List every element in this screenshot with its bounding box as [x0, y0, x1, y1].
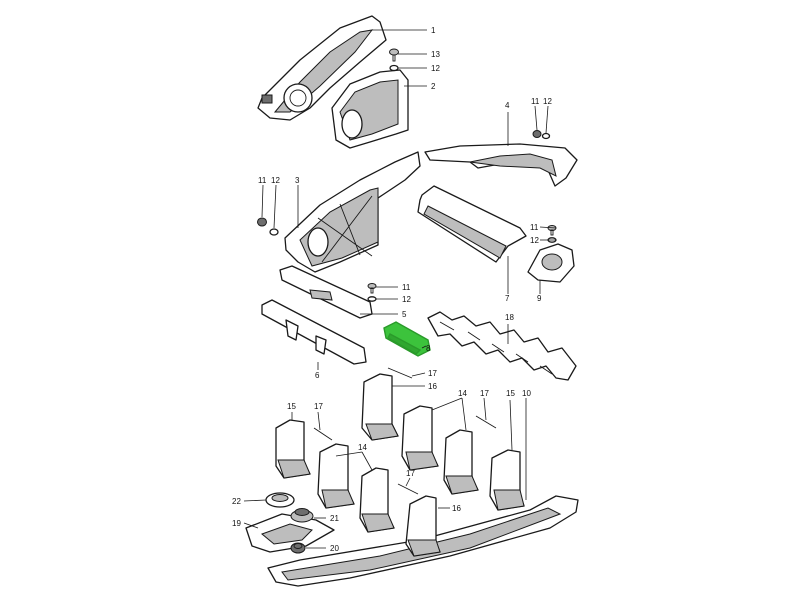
- callout-1: 1: [431, 26, 436, 35]
- part-5-bracket-rail[interactable]: [279, 265, 373, 319]
- callout-15: 15: [506, 389, 515, 398]
- part-2-shroud-plate[interactable]: [331, 69, 409, 149]
- part-16-plate-lower[interactable]: [405, 495, 441, 557]
- part-4-arched-shroud[interactable]: [424, 143, 578, 187]
- part-9-saddle-bracket[interactable]: [527, 243, 575, 283]
- callout-9: 9: [537, 294, 542, 303]
- fastener-11-bolt-low[interactable]: [367, 283, 377, 294]
- part-3-shroud-lower[interactable]: [284, 151, 421, 273]
- part-18-corrugated-baffle[interactable]: [427, 311, 577, 381]
- part-14-plate-b[interactable]: [443, 429, 479, 495]
- callout-12: 12: [431, 64, 440, 73]
- callout-6: 6: [315, 371, 320, 380]
- part-22-grommet[interactable]: [265, 492, 295, 508]
- fastener-11-bolt-mid[interactable]: [547, 225, 557, 236]
- callout-11: 11: [258, 176, 267, 185]
- callout-8: 8: [426, 344, 431, 353]
- part-17-rod-left[interactable]: [313, 427, 333, 441]
- part-16-plate-upper[interactable]: [361, 373, 399, 441]
- part-14-plate-d[interactable]: [359, 467, 395, 533]
- part-17-rod-top[interactable]: [387, 367, 413, 379]
- callout-15: 15: [287, 402, 296, 411]
- part-7-center-shroud[interactable]: [417, 185, 527, 263]
- callout-11: 11: [531, 97, 540, 106]
- callout-18: 18: [505, 313, 514, 322]
- callout-14: 14: [358, 443, 367, 452]
- fastener-12-washer-low[interactable]: [367, 296, 377, 302]
- part-19-mount-plate[interactable]: [245, 513, 335, 553]
- callout-3: 3: [295, 176, 300, 185]
- callout-14: 14: [458, 389, 467, 398]
- fastener-12-washer-left[interactable]: [269, 228, 279, 236]
- fastener-12-washer-top[interactable]: [389, 64, 399, 72]
- callout-10: 10: [522, 389, 531, 398]
- callout-4: 4: [505, 101, 510, 110]
- callout-12: 12: [543, 97, 552, 106]
- callout-17: 17: [314, 402, 323, 411]
- callout-19: 19: [232, 519, 241, 528]
- fastener-11-bolt-right[interactable]: [532, 130, 542, 138]
- part-14-plate-a[interactable]: [401, 405, 439, 471]
- highlighted-part-body: [383, 321, 431, 357]
- callout-22: 22: [232, 497, 241, 506]
- fastener-13-screw[interactable]: [389, 48, 399, 62]
- callout-5: 5: [402, 310, 407, 319]
- callout-21: 21: [330, 514, 339, 523]
- part-6-long-rail[interactable]: [261, 299, 367, 365]
- fastener-12-washer-right[interactable]: [541, 132, 551, 140]
- part-14-plate-c[interactable]: [317, 443, 355, 509]
- part-21-rubber-mount[interactable]: [290, 508, 314, 523]
- fastener-11-bolt-left[interactable]: [257, 217, 267, 227]
- callout-2: 2: [431, 82, 436, 91]
- callout-17: 17: [406, 469, 415, 478]
- part-1-shroud-upper[interactable]: [257, 15, 387, 121]
- callout-11: 11: [402, 283, 411, 292]
- part-20-nut[interactable]: [290, 542, 306, 554]
- callout-12: 12: [402, 295, 411, 304]
- highlighted-part[interactable]: [383, 321, 431, 357]
- callout-13: 13: [431, 50, 440, 59]
- callout-16: 16: [452, 504, 461, 513]
- callout-7: 7: [505, 294, 510, 303]
- leader-lines: [243, 29, 557, 549]
- callout-11: 11: [530, 223, 539, 232]
- callout-17: 17: [480, 389, 489, 398]
- part-15-plate-left[interactable]: [275, 419, 311, 479]
- part-17-rod-bottom[interactable]: [397, 483, 419, 495]
- part-15-plate-right[interactable]: [489, 449, 525, 511]
- callout-12: 12: [271, 176, 280, 185]
- callout-16: 16: [428, 382, 437, 391]
- callout-labels: 1 13 12 2 4 11 12 11 12 3 11 12 7 9 11 1…: [232, 26, 552, 553]
- callout-12: 12: [530, 236, 539, 245]
- callout-17: 17: [428, 369, 437, 378]
- callout-20: 20: [330, 544, 339, 553]
- part-17-rod-right[interactable]: [475, 415, 497, 429]
